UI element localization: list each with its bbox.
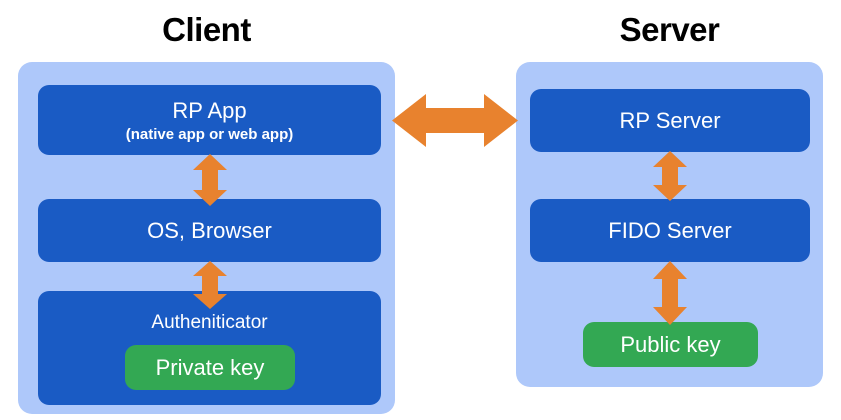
arrow-fido-server-to-public-key-icon [653, 261, 687, 325]
arrow-client-to-server-icon [392, 94, 518, 147]
box-rp-server-title: RP Server [619, 108, 721, 133]
box-os-browser-title: OS, Browser [147, 218, 272, 243]
box-rp-server: RP Server [530, 89, 810, 152]
chip-private-key: Private key [125, 345, 295, 390]
chip-public-key: Public key [583, 322, 758, 367]
chip-private-key-label: Private key [155, 355, 265, 380]
box-fido-server: FIDO Server [530, 199, 810, 262]
box-fido-server-title: FIDO Server [608, 218, 732, 243]
client-column-title: Client [162, 11, 251, 48]
arrow-rp-server-to-fido-server-icon [653, 151, 687, 201]
chip-public-key-label: Public key [620, 332, 721, 357]
box-authenticator-title: Autheniticator [151, 312, 268, 333]
arrow-os-browser-to-authenticator-icon [193, 261, 227, 309]
box-os-browser: OS, Browser [38, 199, 381, 262]
box-rp-app-title: RP App [172, 97, 247, 123]
arrow-rp-app-to-os-browser-icon [193, 154, 227, 206]
box-rp-app: RP App (native app or web app) [38, 85, 381, 155]
server-column-title: Server [619, 11, 720, 48]
box-rp-app-subtitle: (native app or web app) [125, 125, 294, 143]
